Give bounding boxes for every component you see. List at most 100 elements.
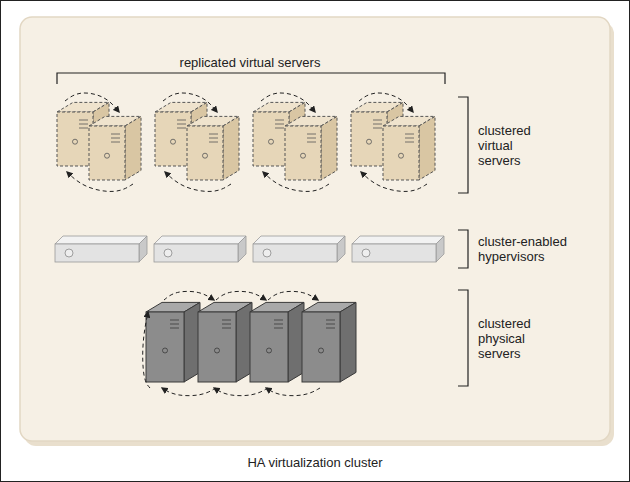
box-side (223, 116, 239, 180)
virtual-servers (57, 93, 435, 191)
bar-side (337, 236, 345, 262)
box-front (57, 112, 93, 166)
box-front (187, 126, 223, 180)
replication-arrow (163, 93, 217, 112)
bar-top (253, 236, 345, 244)
vent-line (275, 124, 284, 125)
power-button (203, 153, 208, 158)
server-box (198, 302, 252, 382)
replication-arrow (162, 388, 216, 396)
bar-front (352, 244, 436, 262)
power-button (163, 348, 168, 353)
bracket (458, 97, 468, 193)
bracket (458, 290, 468, 386)
box-side (419, 116, 435, 180)
vent-line (373, 120, 382, 121)
replication-arrow (164, 291, 214, 300)
box-front (253, 112, 289, 166)
vent-line (177, 120, 186, 121)
group-label: replicated virtual servers (140, 55, 360, 70)
server-box (187, 116, 239, 180)
vent-line (79, 128, 88, 129)
replication-arrow (268, 291, 318, 300)
replication-arrow (263, 172, 329, 191)
physical-servers (143, 291, 356, 395)
vent-line (405, 138, 414, 139)
box-front (285, 126, 321, 180)
cluster-panel (20, 17, 610, 441)
vent-line (373, 124, 382, 125)
bar-side (436, 236, 444, 262)
bar-front (154, 244, 238, 262)
vent-line (275, 128, 284, 129)
bar-light (164, 249, 172, 257)
layer-label: clustered virtual servers (478, 123, 554, 168)
replication-arrow (266, 388, 320, 396)
power-button (367, 139, 372, 144)
bar-front (253, 244, 337, 262)
hypervisors (55, 236, 444, 262)
replication-arrow (261, 93, 315, 112)
vent-line (177, 128, 186, 129)
server-box (146, 302, 200, 382)
power-button (73, 139, 78, 144)
replication-arrow (67, 172, 133, 191)
replication-arrow (361, 172, 427, 191)
box-front (146, 312, 184, 382)
vent-line (307, 134, 316, 135)
box-front (351, 112, 387, 166)
diagram-caption: HA virtualization cluster (247, 455, 382, 470)
bar-top (154, 236, 246, 244)
vent-line (405, 134, 414, 135)
box-front (89, 126, 125, 180)
vent-line (326, 320, 335, 321)
box-front (302, 312, 340, 382)
vent-line (111, 134, 120, 135)
vent-line (274, 328, 283, 329)
power-button (105, 153, 110, 158)
power-button (215, 348, 220, 353)
bar-light (65, 249, 73, 257)
vent-line (209, 138, 218, 139)
bracket (57, 73, 445, 84)
vent-line (373, 128, 382, 129)
vent-line (222, 324, 231, 325)
vent-line (326, 328, 335, 329)
bar-side (238, 236, 246, 262)
vent-line (307, 138, 316, 139)
replication-arrow (359, 93, 413, 112)
bracket (458, 230, 468, 268)
vent-line (326, 324, 335, 325)
vent-line (79, 120, 88, 121)
box-side (321, 116, 337, 180)
box-front (155, 112, 191, 166)
replication-arrow (216, 291, 266, 300)
box-side (340, 302, 356, 382)
power-button (301, 153, 306, 158)
vent-line (209, 134, 218, 135)
vent-line (209, 142, 218, 143)
power-button (399, 153, 404, 158)
box-side (125, 116, 141, 180)
vent-line (170, 324, 179, 325)
vent-line (111, 138, 120, 139)
replication-arrow (165, 172, 231, 191)
server-box (250, 302, 304, 382)
vent-line (177, 124, 186, 125)
vent-line (274, 320, 283, 321)
bar-top (352, 236, 444, 244)
vent-line (170, 320, 179, 321)
vent-line (307, 142, 316, 143)
vent-line (275, 120, 284, 121)
vent-line (79, 124, 88, 125)
hypervisor-bar (253, 236, 345, 262)
layer-label: cluster-enabled hypervisors (478, 234, 590, 264)
replication-arrow (214, 388, 268, 396)
vent-line (170, 328, 179, 329)
box-front (250, 312, 288, 382)
server-box (285, 116, 337, 180)
vent-line (111, 142, 120, 143)
hypervisor-bar (154, 236, 246, 262)
